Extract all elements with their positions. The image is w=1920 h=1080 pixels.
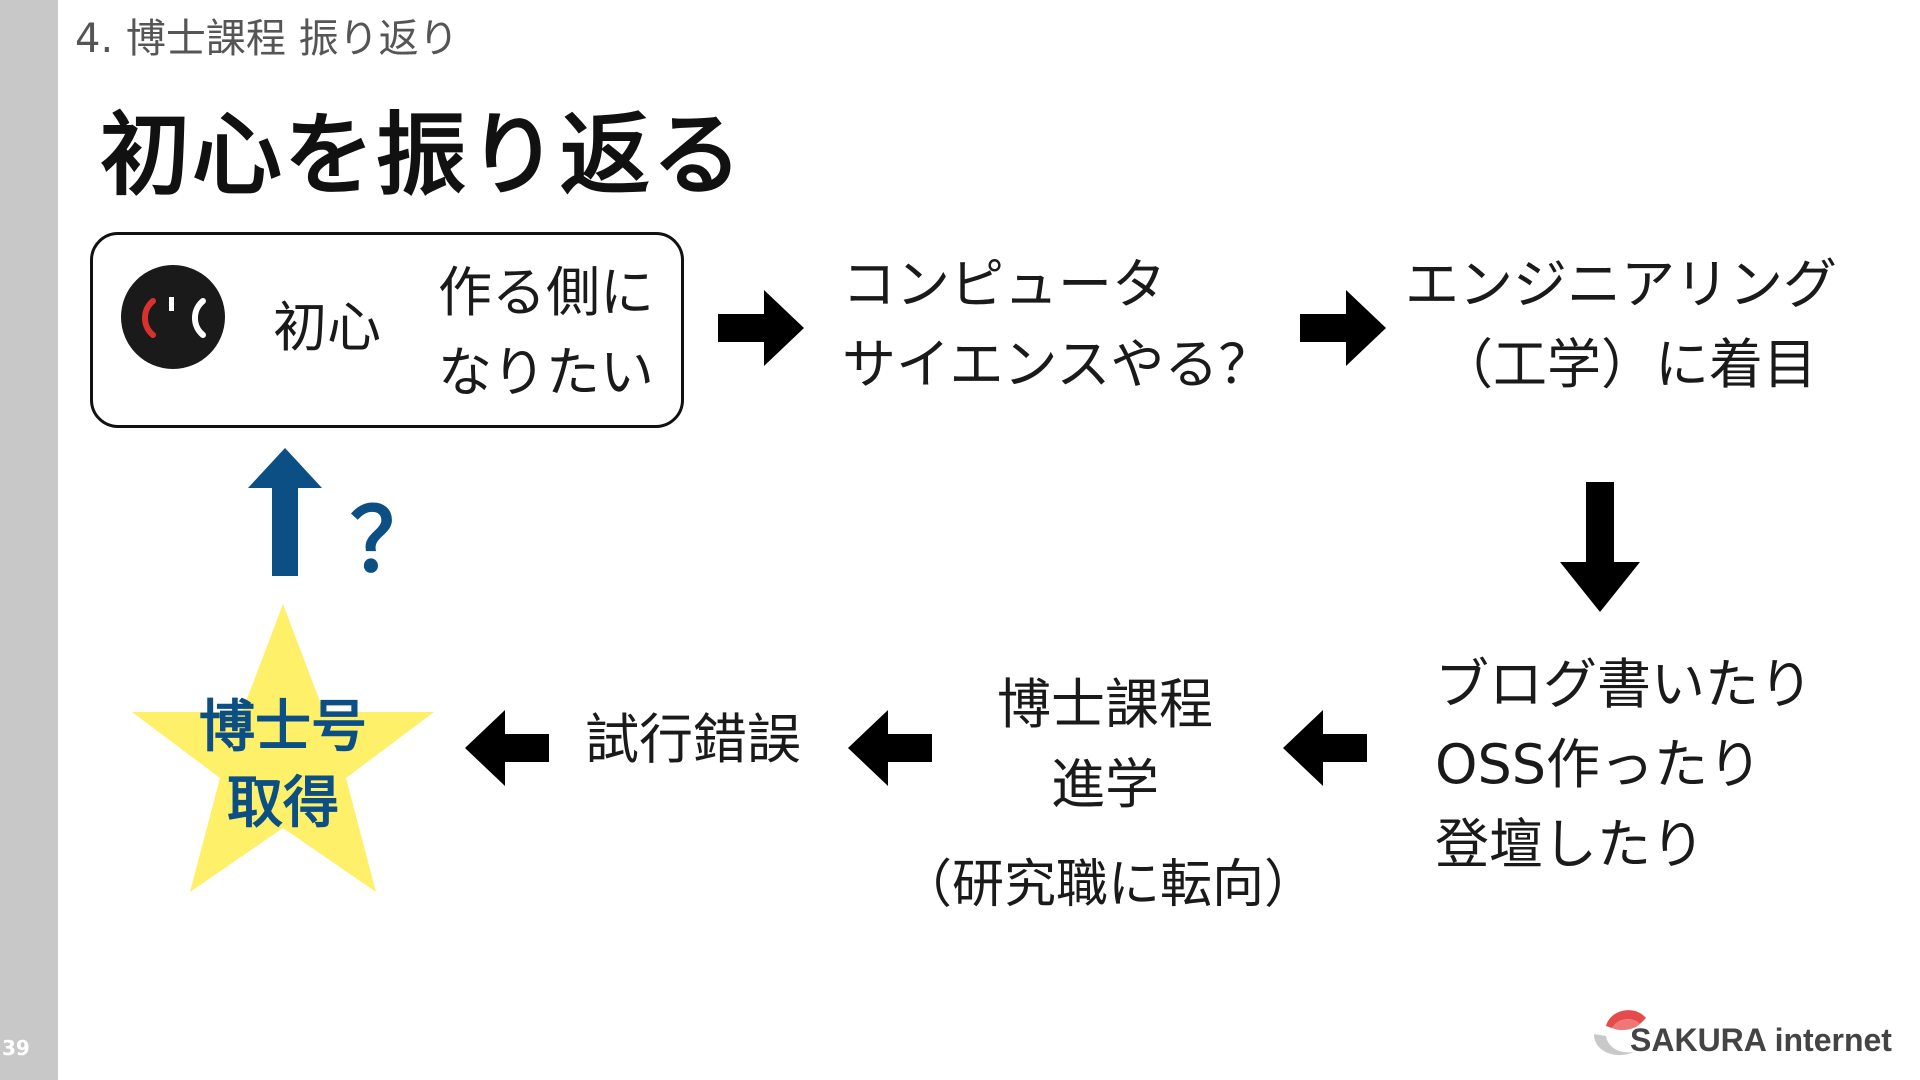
node-line: （工学）に着目	[1439, 333, 1817, 396]
node-line: 進学	[1051, 753, 1159, 816]
goal-label: 博士号 取得	[128, 690, 438, 842]
start-desire: 作る側に なりたい	[438, 253, 654, 413]
desire-line: 作る側に	[438, 261, 654, 324]
logo-text: SAKURA internet	[1630, 1022, 1892, 1058]
node-line: OSS作ったり	[1435, 733, 1763, 796]
section-label: 4. 博士課程 振り返り	[75, 16, 459, 62]
node-activities: ブログ書いたり OSS作ったり 登壇したり	[1435, 645, 1813, 885]
node-line: サイエンスやる？	[842, 333, 1273, 396]
desire-line: なりたい	[438, 341, 654, 404]
arrow-down-icon	[1560, 482, 1640, 612]
node-line: エンジニアリング	[1405, 253, 1837, 316]
node-phd-program: 博士課程 進学	[975, 665, 1235, 825]
goal-line: 取得	[227, 771, 339, 836]
node-line: 博士課程	[997, 673, 1213, 736]
node-computer-science: コンピュータ サイエンスやる？	[842, 245, 1272, 405]
question-mark: ？	[350, 489, 439, 592]
node-trial-and-error: 試行錯誤	[585, 708, 801, 771]
star-icon	[132, 604, 434, 892]
arrow-right-icon	[1300, 290, 1386, 366]
node-line: 登壇したり	[1435, 813, 1705, 876]
arrow-up-icon	[248, 448, 322, 576]
arrow-left-icon	[1283, 710, 1367, 786]
arrow-right-icon	[718, 290, 804, 366]
node-line: コンピュータ	[842, 253, 1166, 316]
node-line: ブログ書いたり	[1435, 653, 1813, 716]
arrow-left-icon	[848, 710, 932, 786]
page-number: 39	[2, 1036, 30, 1060]
start-box: 初心 作る側に なりたい	[90, 232, 684, 428]
sidebar	[0, 0, 58, 1080]
node-phd-note: （研究職に転向）	[900, 855, 1317, 915]
sakura-logo-icon	[1594, 1010, 1646, 1056]
face-icon	[121, 265, 225, 369]
start-label: 初心	[273, 296, 381, 359]
goal-line: 博士号	[199, 695, 367, 760]
node-engineering: エンジニアリング （工学）に着目	[1405, 245, 1837, 405]
page-title: 初心を振り返る	[100, 103, 744, 208]
arrow-left-icon	[465, 710, 549, 786]
